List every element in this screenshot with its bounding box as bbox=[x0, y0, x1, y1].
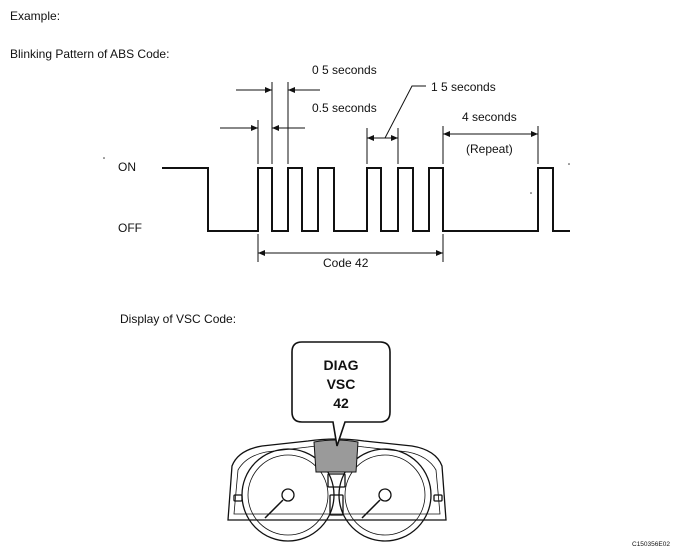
figure-id: C150356E02 bbox=[632, 541, 670, 548]
dimension-4 bbox=[442, 126, 539, 164]
label-4: 4 seconds bbox=[462, 110, 517, 124]
dimension-code bbox=[257, 234, 444, 262]
display-line-diag: DIAG bbox=[323, 357, 359, 373]
instrument-cluster bbox=[227, 438, 447, 542]
label-0-5-upper: 0 5 seconds bbox=[312, 63, 377, 77]
abs-pattern-title: Blinking Pattern of ABS Code: bbox=[10, 47, 170, 61]
dimension-1-5 bbox=[366, 85, 426, 164]
example-heading: Example: bbox=[10, 9, 61, 23]
off-label: OFF bbox=[118, 221, 142, 235]
abs-waveform bbox=[162, 167, 570, 232]
display-line-vsc: VSC bbox=[326, 376, 356, 392]
label-1-5: 1 5 seconds bbox=[431, 80, 496, 94]
dimension-0-5-upper bbox=[236, 82, 320, 164]
label-repeat: (Repeat) bbox=[466, 142, 513, 156]
on-label: ON bbox=[118, 160, 136, 174]
label-0-5-lower: 0.5 seconds bbox=[312, 101, 377, 115]
display-callout-bubble bbox=[291, 341, 391, 447]
vsc-display-title: Display of VSC Code: bbox=[120, 312, 237, 326]
dimension-0-5-lower bbox=[220, 120, 305, 164]
vsc-display-area bbox=[313, 439, 359, 473]
label-code: Code 42 bbox=[323, 256, 369, 270]
display-line-code: 42 bbox=[333, 395, 349, 411]
